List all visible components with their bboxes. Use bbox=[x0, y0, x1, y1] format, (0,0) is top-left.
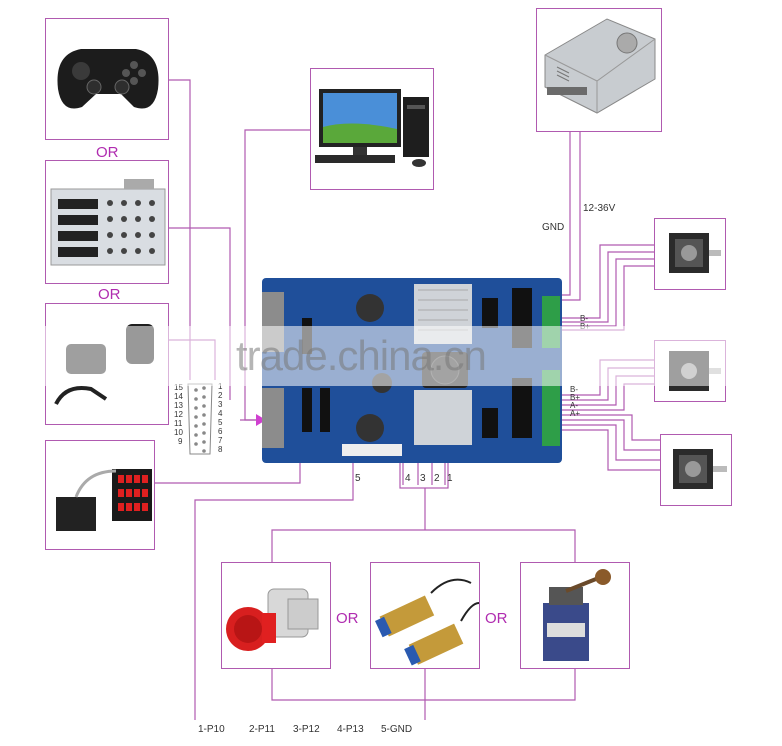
pin-3-label: 3 bbox=[420, 473, 426, 484]
db15-left-pin-6: 9 bbox=[178, 437, 183, 446]
db15-right-pin-4: 5 bbox=[218, 418, 223, 427]
db15-right-pin-0: 1 bbox=[218, 382, 223, 391]
power-supply-icon bbox=[544, 18, 656, 114]
or-label: OR bbox=[98, 286, 121, 303]
led-module-icon bbox=[56, 469, 152, 531]
db15-right-pin-7: 8 bbox=[218, 445, 223, 454]
voltage-label: 12-36V bbox=[583, 203, 616, 214]
db15-left-pin-1: 14 bbox=[174, 392, 183, 401]
pin-1-label: 1 bbox=[447, 473, 453, 484]
db15-connector-icon bbox=[187, 383, 213, 455]
pin-2-label: 2 bbox=[434, 473, 440, 484]
computer-icon bbox=[315, 89, 429, 167]
proximity-sensors bbox=[370, 562, 480, 669]
db15-left-pin-2: 13 bbox=[174, 401, 183, 410]
pin-4-label: 4 bbox=[405, 473, 411, 484]
db15-right-pin-2: 3 bbox=[218, 400, 223, 409]
power-supply bbox=[536, 8, 662, 132]
legend-gnd: 5-GND bbox=[381, 724, 413, 735]
db15-right-pin-3: 4 bbox=[218, 409, 223, 418]
or-label: OR bbox=[96, 144, 119, 161]
control-keypad bbox=[45, 160, 169, 284]
stepper-motor-3 bbox=[660, 434, 732, 506]
limit-switch-icon bbox=[543, 569, 611, 661]
or-label: OR bbox=[336, 610, 359, 627]
db15-pinout: 15 14 13 12 11 10 9 1 2 3 4 5 6 7 8 bbox=[170, 380, 230, 460]
motor2-pin-b-plus: B+ bbox=[570, 393, 581, 402]
emergency-stop-icon bbox=[226, 588, 319, 651]
db15-left-pin-4: 11 bbox=[174, 419, 183, 428]
or-label: OR bbox=[485, 610, 508, 627]
stepper-motor-icon bbox=[669, 233, 721, 273]
db15-left-pin-3: 12 bbox=[174, 410, 183, 419]
legend-p13: 4-P13 bbox=[337, 724, 364, 735]
proximity-sensor-icon bbox=[374, 578, 479, 666]
watermark: trade.china.cn bbox=[236, 332, 487, 379]
db15-left-pin-5: 10 bbox=[174, 428, 183, 437]
db15-right-pin-6: 7 bbox=[218, 436, 223, 445]
emergency-stop-button bbox=[221, 562, 331, 669]
db15-right-pin-1: 2 bbox=[218, 391, 223, 400]
motor2-pin-a-minus: A- bbox=[570, 401, 578, 410]
led-display-module bbox=[45, 440, 155, 550]
motor2-pin-b-minus: B- bbox=[570, 385, 578, 394]
db15-right-pin-5: 6 bbox=[218, 427, 223, 436]
pin-5-label: 5 bbox=[355, 473, 361, 484]
motor2-pin-a-plus: A+ bbox=[570, 409, 581, 418]
limit-switch bbox=[520, 562, 630, 669]
gamepad-icon bbox=[57, 49, 159, 109]
gamepad bbox=[45, 18, 169, 140]
gnd-label: GND bbox=[542, 222, 565, 233]
stepper-motor-icon bbox=[673, 449, 727, 489]
legend-p10: 1-P10 bbox=[198, 724, 225, 735]
watermark-band bbox=[0, 326, 782, 386]
stepper-motor-1 bbox=[654, 218, 726, 290]
legend-p11: 2-P11 bbox=[249, 724, 275, 735]
db15-left-pin-0: 15 bbox=[174, 383, 183, 392]
motor1-pin-b-minus: B- bbox=[580, 314, 588, 323]
keypad-icon bbox=[50, 179, 166, 266]
desktop-computer bbox=[310, 68, 434, 190]
legend-p12: 3-P12 bbox=[293, 724, 320, 735]
